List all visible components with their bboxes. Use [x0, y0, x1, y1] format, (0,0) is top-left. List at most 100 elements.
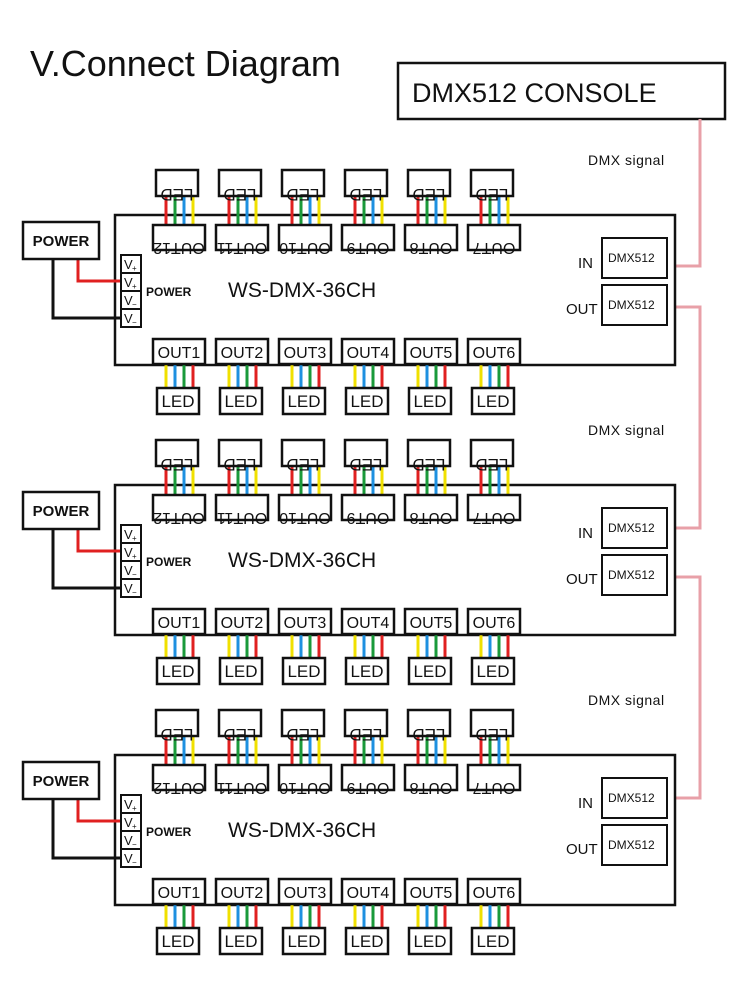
power-negative-wire — [51, 785, 122, 860]
output-label: OUT12 — [153, 509, 205, 526]
led-box — [406, 438, 452, 468]
output-label: OUT6 — [473, 615, 516, 632]
dmx-in-port — [601, 507, 668, 549]
led-box — [343, 168, 389, 198]
dmx-out-label: OUT — [566, 841, 598, 858]
led-label: LED — [224, 392, 257, 411]
output-port — [151, 877, 207, 906]
output-label: OUT11 — [217, 239, 267, 256]
led-box — [470, 386, 516, 416]
terminal-v-label: V — [124, 581, 133, 596]
terminal-v-label: V — [124, 815, 133, 830]
controller-unit: LEDOUT12LEDOUT11LEDOUT10LEDOUT9LEDOUT8LE… — [21, 708, 677, 956]
output-label: OUT9 — [347, 239, 390, 256]
dmx-signal-wire — [668, 119, 702, 268]
led-label: LED — [475, 455, 508, 474]
output-port — [466, 763, 522, 792]
output-port — [214, 607, 270, 636]
output-label: OUT9 — [347, 779, 390, 796]
led-label: LED — [223, 455, 256, 474]
output-label: OUT10 — [279, 239, 331, 256]
led-box — [217, 708, 263, 738]
output-port — [151, 337, 207, 366]
power-negative-wire — [51, 245, 122, 320]
output-port — [277, 877, 333, 906]
power-box — [21, 490, 101, 531]
led-box — [155, 656, 201, 686]
output-port — [277, 607, 333, 636]
led-label: LED — [349, 455, 382, 474]
output-label: OUT3 — [284, 615, 327, 632]
led-box — [218, 656, 264, 686]
output-label: OUT12 — [153, 239, 205, 256]
output-label: OUT1 — [158, 885, 201, 902]
dmx-out-port — [601, 824, 668, 866]
output-port — [340, 223, 396, 252]
terminal-v-label: V — [124, 527, 133, 542]
dmx-out-port-label: DMX512 — [608, 298, 655, 312]
led-box — [470, 656, 516, 686]
terminal-sign: + — [132, 804, 137, 813]
power-box — [21, 760, 101, 801]
output-port — [340, 763, 396, 792]
power-box-label: POWER — [33, 503, 90, 520]
output-port — [340, 337, 396, 366]
output-port — [403, 337, 459, 366]
output-label: OUT1 — [158, 615, 201, 632]
output-port — [214, 493, 270, 522]
model-name: WS-DMX-36CH — [228, 549, 376, 572]
led-box — [344, 656, 390, 686]
terminal-sign: − — [132, 570, 137, 579]
power-supply: POWER — [21, 760, 122, 860]
output-label: OUT2 — [221, 615, 264, 632]
led-box — [281, 656, 327, 686]
led-box — [281, 926, 327, 956]
output-port — [466, 607, 522, 636]
terminal-sign: + — [132, 264, 137, 273]
led-box — [406, 168, 452, 198]
dmx-in-port-label: DMX512 — [608, 521, 655, 535]
led-label: LED — [412, 725, 445, 744]
terminal-v-label: V — [124, 545, 133, 560]
output-label: OUT4 — [347, 345, 390, 362]
led-label: LED — [413, 392, 446, 411]
terminal-v-label: V — [124, 257, 133, 272]
output-port — [340, 877, 396, 906]
output-label: OUT2 — [221, 885, 264, 902]
led-label: LED — [160, 725, 193, 744]
power-terminal — [120, 848, 142, 868]
dmx-out-port — [601, 284, 668, 326]
terminal-v-label: V — [124, 311, 133, 326]
output-label: OUT2 — [221, 345, 264, 362]
led-box — [470, 926, 516, 956]
output-port — [214, 337, 270, 366]
power-input-label: POWER — [146, 825, 192, 839]
led-label: LED — [350, 392, 383, 411]
terminal-sign: − — [132, 318, 137, 327]
terminal-sign: − — [132, 300, 137, 309]
dmx-signal-wire — [668, 305, 702, 530]
output-port — [466, 493, 522, 522]
diagram-title: V.Connect Diagram — [30, 43, 341, 84]
console-label: DMX512 CONSOLE — [412, 78, 657, 108]
led-box — [280, 168, 326, 198]
power-terminal-block: V+V+V−V− — [120, 254, 142, 328]
output-label: OUT7 — [473, 239, 516, 256]
led-box — [407, 926, 453, 956]
